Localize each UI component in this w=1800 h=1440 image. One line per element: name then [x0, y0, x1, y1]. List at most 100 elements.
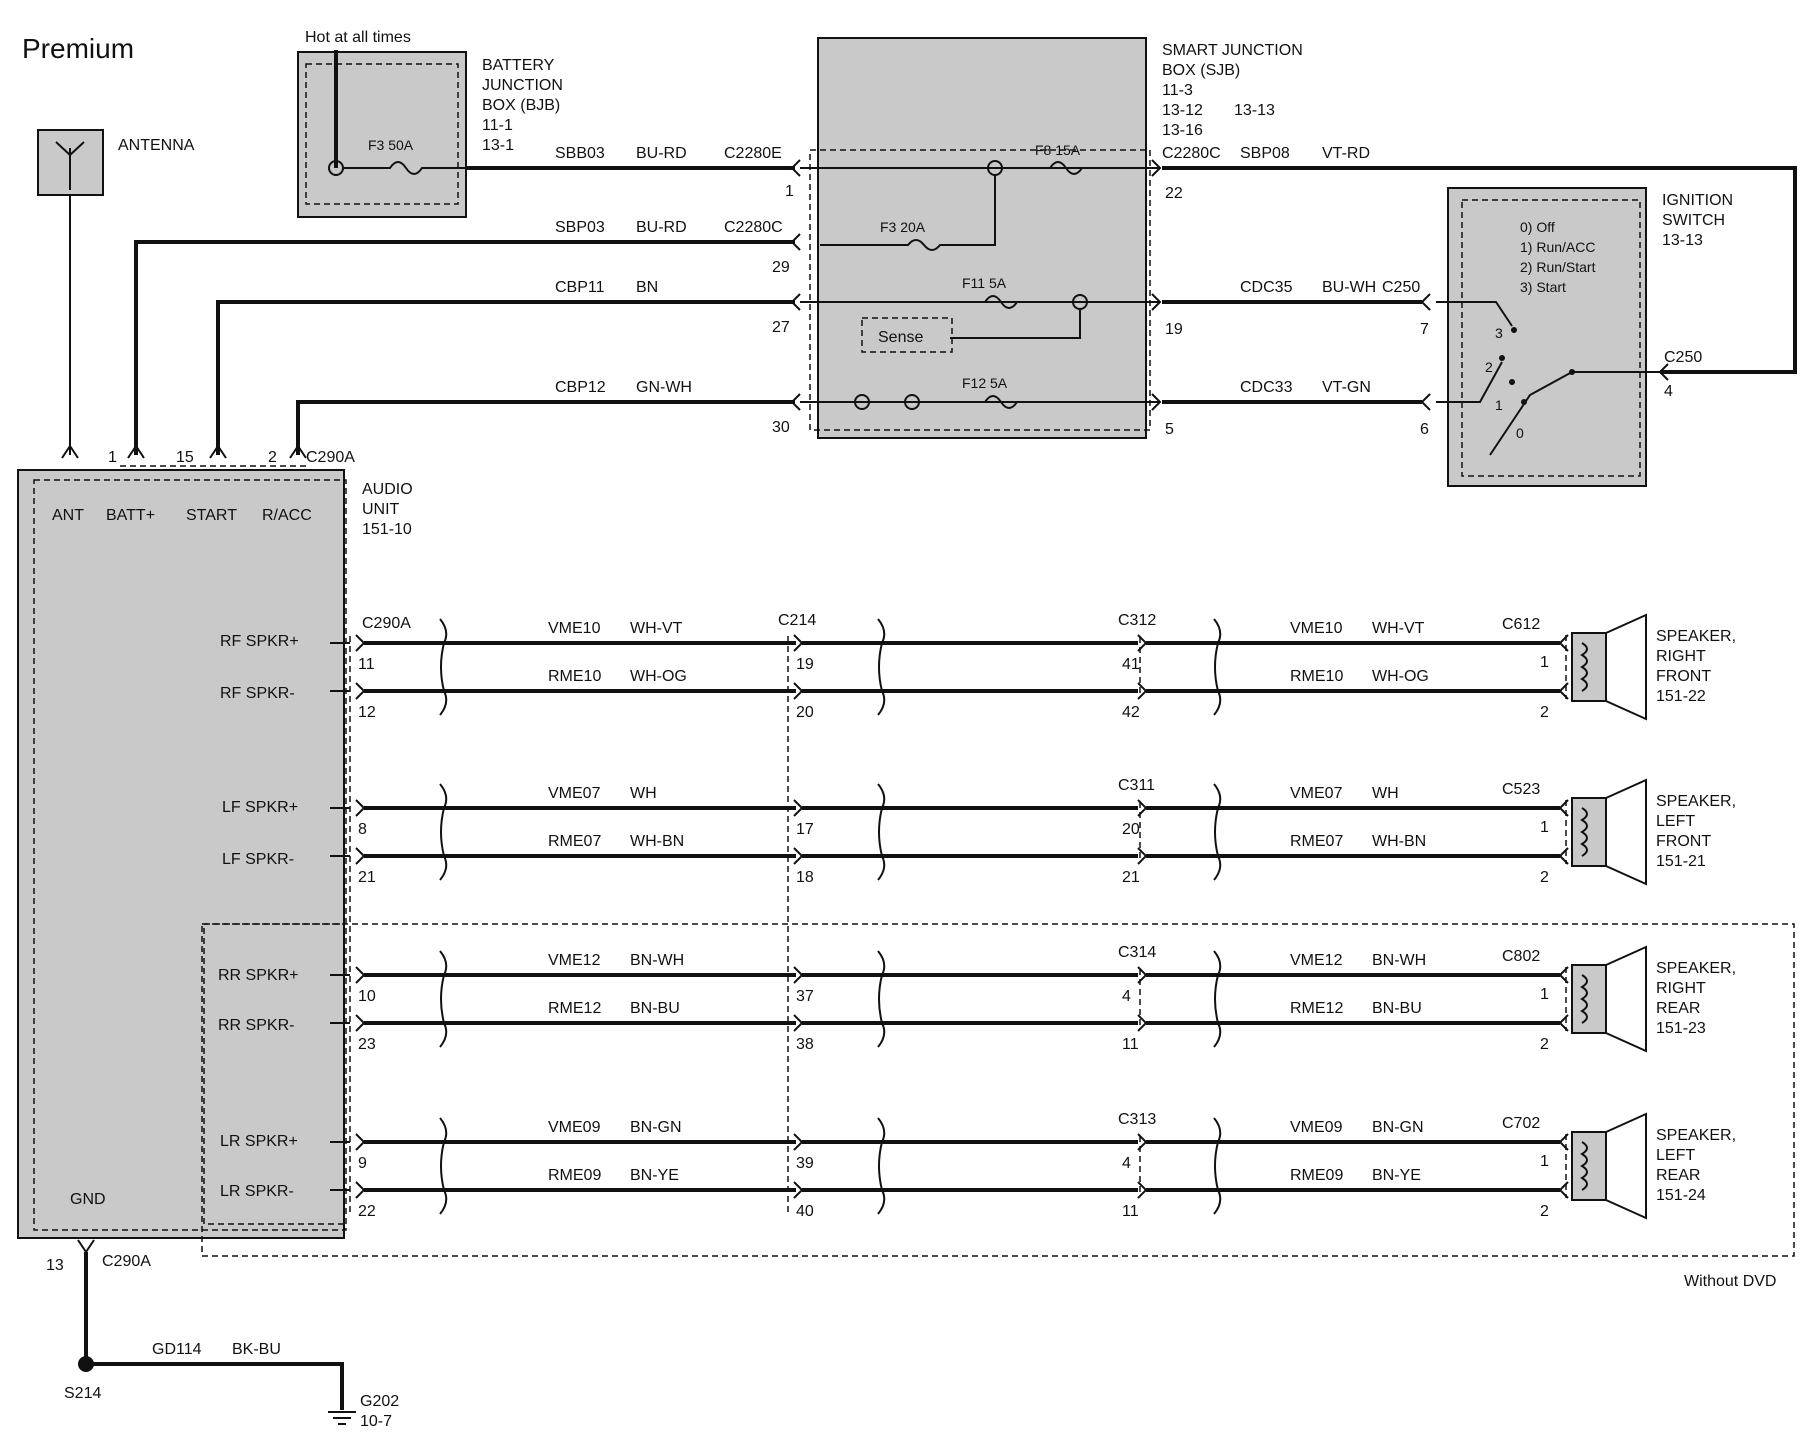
audio-unit-ref: 151-10 — [362, 521, 412, 538]
wire-minus-color: BN-YE — [630, 1167, 679, 1184]
c2280c-pin-27: 27 — [772, 319, 790, 336]
twisted-pair-icon — [877, 618, 886, 716]
speaker-coil-icon — [1571, 632, 1607, 702]
speaker-name-line3: REAR — [1656, 1000, 1700, 1017]
twisted-pair-icon — [877, 950, 886, 1048]
ignition-pin-4: 4 — [1664, 383, 1673, 400]
sjb-title-line2: BOX (SJB) — [1162, 62, 1240, 79]
speaker-coil-icon — [1571, 964, 1607, 1034]
audio-unit-rr-minus: RR SPKR- — [218, 1017, 294, 1034]
bjb-fuse-f3-icon — [343, 161, 466, 175]
speaker-ref: 151-21 — [1656, 853, 1706, 870]
wire-minus-circuit: RME07 — [548, 833, 601, 850]
audio-unit-rf-minus: RF SPKR- — [220, 685, 295, 702]
audio-unit-pin-13: 13 — [46, 1257, 64, 1274]
wire-minus-circuit: RME10 — [548, 668, 601, 685]
bjb-ref-1: 11-1 — [482, 117, 513, 134]
sjb-fuse-f8-label: F8 15A — [1035, 142, 1081, 158]
right-wire-plus-color: WH-VT — [1372, 620, 1425, 637]
ignition-pos-start: 3) Start — [1520, 279, 1566, 295]
speaker-name-line2: RIGHT — [1656, 980, 1706, 997]
audio-unit-racc-label: R/ACC — [262, 507, 312, 524]
mid-plus-pin: 19 — [796, 656, 814, 673]
wire-cdc33-label: CDC33 — [1240, 379, 1293, 396]
speaker-name-line3: FRONT — [1656, 668, 1711, 685]
wire-minus-color: BN-BU — [630, 1000, 680, 1017]
c290a-minus-pin: 23 — [358, 1036, 376, 1053]
c2280e-connector-icon — [790, 159, 801, 177]
far-connector-arrow-icon — [1137, 966, 1148, 984]
ignition-pin-6: 6 — [1420, 421, 1429, 438]
right-wire-minus-color: BN-BU — [1372, 1000, 1422, 1017]
ignition-switch-pos-3: 3 — [1495, 325, 1503, 341]
c290a-plus-pin: 10 — [358, 988, 376, 1005]
ignition-c250-top-label: C250 — [1664, 349, 1702, 366]
far-connector-arrow-icon — [1137, 1014, 1148, 1032]
twisted-pair-icon — [439, 1117, 448, 1215]
connector-c2280c-top-label: C2280C — [1162, 145, 1221, 162]
connector-c250-label: C250 — [1382, 279, 1420, 296]
far-connector-arrow-icon — [1137, 634, 1148, 652]
twisted-pair-icon — [439, 618, 448, 716]
far-connector-arrow-icon — [1137, 1133, 1148, 1151]
antenna-icon — [55, 141, 85, 190]
sjb-fuse-f12-label: F12 5A — [962, 375, 1008, 391]
mid-minus-pin: 18 — [796, 869, 814, 886]
right-wire-plus-color: BN-WH — [1372, 952, 1426, 969]
audio-unit-rf-plus: RF SPKR+ — [220, 633, 299, 650]
audio-unit-lf-minus: LF SPKR- — [222, 851, 294, 868]
audio-unit-rr-plus: RR SPKR+ — [218, 967, 298, 984]
speaker-name-line2: RIGHT — [1656, 648, 1706, 665]
speaker-name-line1: SPEAKER, — [1656, 793, 1736, 810]
connector-far-label: C312 — [1118, 612, 1156, 629]
far-connector-arrow-icon — [1137, 847, 1148, 865]
speaker-name-line2: LEFT — [1656, 1147, 1695, 1164]
ignition-title-line1: IGNITION — [1662, 192, 1733, 209]
c2280c-pin-5: 5 — [1165, 421, 1174, 438]
c2280c-pin-19: 19 — [1165, 321, 1183, 338]
speaker-ref: 151-23 — [1656, 1020, 1706, 1037]
audio-unit-gnd-label: GND — [70, 1191, 106, 1208]
c290a-pin-arrow-icon — [355, 682, 366, 700]
twisted-pair-icon — [877, 783, 886, 881]
far-plus-pin: 20 — [1122, 821, 1140, 838]
far-minus-pin: 11 — [1122, 1036, 1139, 1053]
wire-sbb03-color: BU-RD — [636, 145, 687, 162]
ground-g202-label: G202 — [360, 1393, 399, 1410]
far-plus-pin: 4 — [1122, 1155, 1131, 1172]
c290a-minus-pin: 22 — [358, 1203, 376, 1220]
antenna-label: ANTENNA — [118, 137, 195, 154]
bjb-ref-2: 13-1 — [482, 137, 514, 154]
audio-unit-start-label: START — [186, 507, 237, 524]
audio-unit-c290a-top: C290A — [306, 449, 355, 466]
ignition-switch-pos-2: 2 — [1485, 359, 1493, 375]
c2280e-pin-1: 1 — [785, 183, 794, 200]
right-wire-plus-color: BN-GN — [1372, 1119, 1424, 1136]
mid-plus-pin: 37 — [796, 988, 814, 1005]
hot-at-all-times-label: Hot at all times — [305, 29, 411, 46]
right-wire-minus-circuit: RME07 — [1290, 833, 1343, 850]
wire-minus-circuit: RME09 — [548, 1167, 601, 1184]
ignition-pin-7: 7 — [1420, 321, 1429, 338]
wire-gd114-label: GD114 — [152, 1341, 202, 1358]
right-wire-minus-color: WH-BN — [1372, 833, 1426, 850]
speaker-name-line1: SPEAKER, — [1656, 628, 1736, 645]
without-dvd-region — [201, 923, 1795, 1257]
speaker-connector-label: C702 — [1502, 1115, 1540, 1132]
right-wire-plus-circuit: VME07 — [1290, 785, 1343, 802]
wire-sbp03-label: SBP03 — [555, 219, 605, 236]
ground-g202-ref: 10-7 — [360, 1413, 392, 1430]
c2280c-top-connector-icon — [1151, 159, 1162, 177]
connector-far-label: C313 — [1118, 1111, 1156, 1128]
ignition-title-line2: SWITCH — [1662, 212, 1725, 229]
wire-sbp08-label: SBP08 — [1240, 145, 1290, 162]
audio-unit: AUDIO UNIT 151-10 ANT BATT+ START R/ACC … — [17, 444, 413, 1274]
speaker-pin-arrow-icon — [1558, 1014, 1569, 1032]
sjb-fuse-f11-label: F11 5A — [962, 275, 1007, 291]
speaker-name-line1: SPEAKER, — [1656, 1127, 1736, 1144]
far-minus-pin: 11 — [1122, 1203, 1139, 1220]
c290a-plus-pin: 9 — [358, 1155, 367, 1172]
audio-unit-pin-1: 1 — [108, 449, 117, 466]
